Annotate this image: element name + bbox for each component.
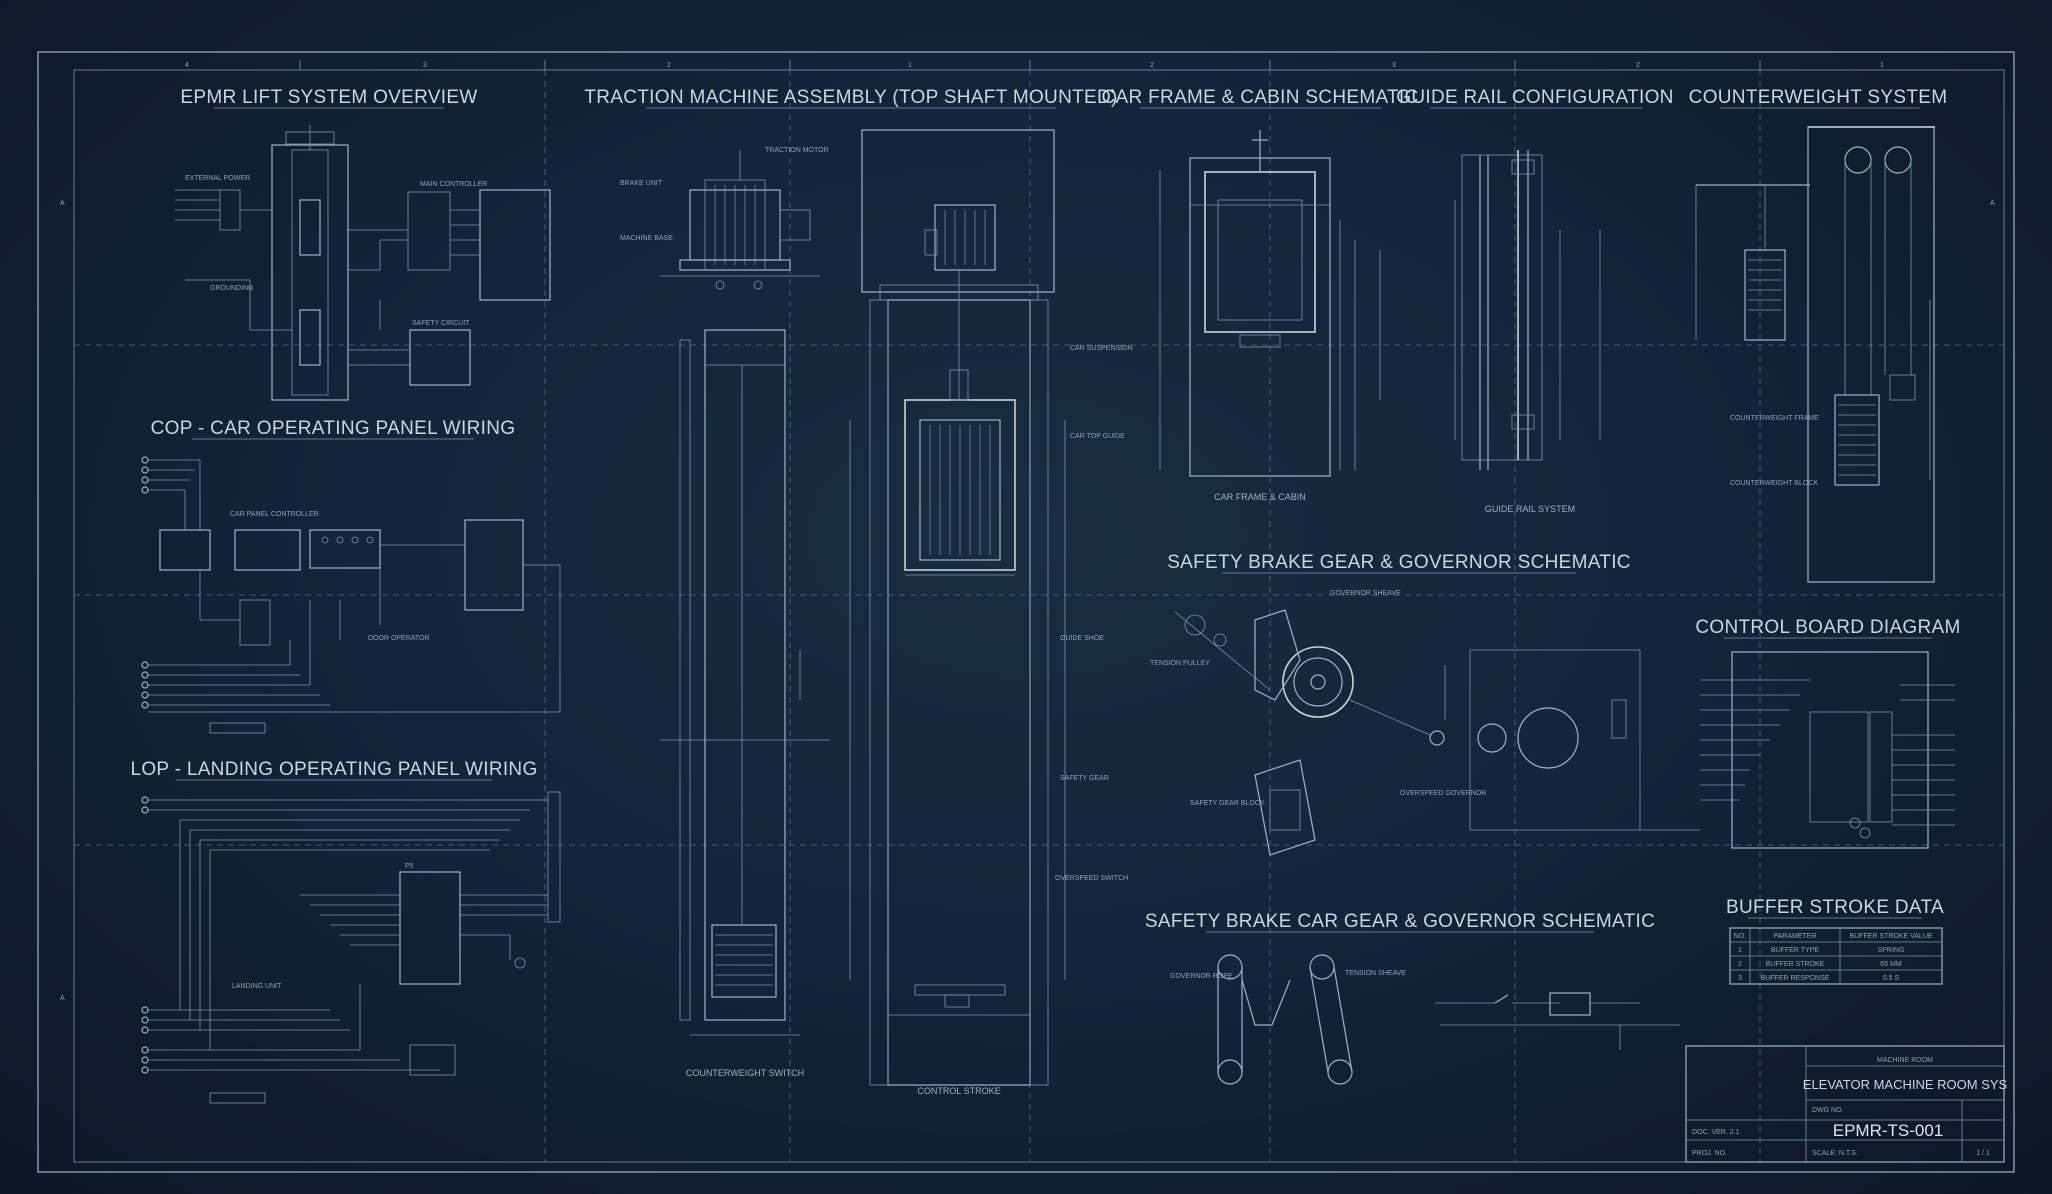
title-block-drawing-title: ELEVATOR MACHINE ROOM SYS (1803, 1077, 2008, 1092)
buffer-row-2-param: BUFFER RESPONSE (1761, 975, 1830, 982)
title-block (1685, 1045, 2005, 1163)
outer-border (37, 51, 2015, 1173)
title-buffer-stroke: BUFFER STROKE DATA (1726, 897, 1944, 918)
dashed-grid (74, 70, 2004, 1162)
svg-text:OVERSPEED SWITCH: OVERSPEED SWITCH (1055, 875, 1128, 882)
svg-text:CAR PANEL CONTROLLER: CAR PANEL CONTROLLER (230, 511, 319, 518)
title-safety-brake: SAFETY BRAKE GEAR & GOVERNOR SCHEMATIC (1167, 552, 1631, 573)
title-block-dwg-label: DWG NO. (1812, 1107, 1844, 1114)
grid-marker-side-1: A (60, 200, 65, 207)
lop-wiring (141, 791, 561, 1104)
title-guide-rail: GUIDE RAIL CONFIGURATION (1396, 87, 1673, 108)
svg-text:SAFETY GEAR BLOCK: SAFETY GEAR BLOCK (1190, 800, 1265, 807)
grid-marker-top-5: 2 (1150, 62, 1154, 69)
grid-marker-top-1: 4 (185, 62, 189, 69)
caption-control-stroke: CONTROL STROKE (917, 1086, 1000, 1096)
cop-wiring (141, 456, 561, 734)
hoistway-main-shaft (849, 129, 1066, 1086)
svg-text:CAR TOP GUIDE: CAR TOP GUIDE (1070, 433, 1125, 440)
safety-brake-car-gear (1217, 954, 1680, 1085)
title-cop: COP - CAR OPERATING PANEL WIRING (151, 418, 516, 439)
buffer-table (1729, 927, 1943, 985)
svg-text:CAR SUSPENSION: CAR SUSPENSION (1070, 345, 1133, 352)
title-safety-brake-car: SAFETY BRAKE CAR GEAR & GOVERNOR SCHEMAT… (1145, 911, 1655, 932)
guide-rail-config (1454, 150, 1601, 470)
title-block-header: MACHINE ROOM (1877, 1057, 1933, 1064)
svg-text:COUNTERWEIGHT FRAME: COUNTERWEIGHT FRAME (1730, 415, 1819, 422)
grid-marker-top-6: 3 (1392, 62, 1396, 69)
title-control-board: CONTROL BOARD DIAGRAM (1695, 617, 1960, 638)
svg-text:GOVERNOR ROPE: GOVERNOR ROPE (1170, 973, 1233, 980)
caption-counterweight-switch: COUNTERWEIGHT SWITCH (686, 1068, 804, 1078)
svg-text:TRACTION MOTOR: TRACTION MOTOR (765, 147, 829, 154)
grid-marker-side-3: A (1990, 200, 1995, 207)
grid-marker-top-2: 3 (423, 62, 427, 69)
svg-text:SAFETY CIRCUIT: SAFETY CIRCUIT (412, 320, 470, 327)
buffer-header-0: NO. (1734, 933, 1747, 940)
svg-text:GOVERNOR SHEAVE: GOVERNOR SHEAVE (1330, 590, 1401, 597)
svg-text:DOOR OPERATOR: DOOR OPERATOR (368, 635, 430, 642)
inner-border (73, 69, 2005, 1163)
car-frame-schematic (1159, 130, 1381, 477)
caption-guide-rail: GUIDE RAIL SYSTEM (1485, 504, 1575, 514)
buffer-row-0-param: BUFFER TYPE (1771, 947, 1819, 954)
counterweight-system (1695, 126, 1935, 583)
buffer-header-2: BUFFER STROKE VALUE (1849, 933, 1932, 940)
buffer-header-1: PARAMETER (1773, 933, 1816, 940)
svg-text:COUNTERWEIGHT BLOCK: COUNTERWEIGHT BLOCK (1730, 480, 1818, 487)
title-counterweight: COUNTERWEIGHT SYSTEM (1689, 87, 1948, 108)
svg-text:SAFETY GEAR: SAFETY GEAR (1060, 775, 1109, 782)
safety-brake-governor (1174, 609, 1700, 856)
top-grid-ticks (299, 60, 1761, 70)
overview-diagram (175, 125, 551, 401)
buffer-row-1-param: BUFFER STROKE (1766, 961, 1825, 968)
svg-text:MAIN CONTROLLER: MAIN CONTROLLER (420, 181, 487, 188)
control-board-diagram (1700, 651, 1955, 849)
svg-text:GUIDE SHOE: GUIDE SHOE (1060, 635, 1104, 642)
traction-machine (660, 150, 820, 290)
title-lop: LOP - LANDING OPERATING PANEL WIRING (130, 759, 537, 780)
grid-marker-top-3: 2 (667, 62, 671, 69)
svg-text:EXTERNAL POWER: EXTERNAL POWER (185, 175, 250, 182)
hoistway-counterweight (660, 329, 830, 1036)
svg-text:BRAKE UNIT: BRAKE UNIT (620, 180, 663, 187)
caption-car-frame: CAR FRAME & CABIN (1214, 492, 1306, 502)
svg-text:MACHINE BASE: MACHINE BASE (620, 235, 673, 242)
grid-marker-top-8: 1 (1880, 62, 1884, 69)
title-overview: EPMR LIFT SYSTEM OVERVIEW (180, 87, 477, 108)
title-block-drawing-number: EPMR-TS-001 (1833, 1121, 1944, 1140)
svg-text:P5: P5 (405, 863, 414, 870)
buffer-row-0-no: 1 (1738, 947, 1742, 954)
svg-text:OVERSPEED GOVERNOR: OVERSPEED GOVERNOR (1400, 790, 1486, 797)
buffer-row-0-value: SPRING (1878, 947, 1905, 954)
svg-text:TENSION PULLEY: TENSION PULLEY (1150, 660, 1210, 667)
buffer-row-2-no: 3 (1738, 975, 1742, 982)
title-block-sheet: 1 / 1 (1976, 1150, 1990, 1157)
title-traction: TRACTION MACHINE ASSEMBLY (TOP SHAFT MOU… (584, 87, 1117, 108)
grid-marker-side-2: A (60, 995, 65, 1002)
title-block-scale: SCALE: N.T.S. (1812, 1150, 1858, 1157)
svg-text:GROUNDING: GROUNDING (210, 285, 254, 292)
title-block-project-no: PROJ. NO. (1692, 1150, 1727, 1157)
buffer-row-1-value: 65 MM (1880, 961, 1902, 968)
buffer-row-2-value: 0.5 S (1883, 975, 1900, 982)
buffer-row-1-no: 2 (1738, 961, 1742, 968)
grid-marker-top-4: 1 (908, 62, 912, 69)
title-car-frame: CAR FRAME & CABIN SCHEMATIC (1101, 87, 1418, 108)
svg-text:LANDING UNIT: LANDING UNIT (232, 983, 282, 990)
title-block-doc-version: DOC. VER. 2.1 (1692, 1129, 1740, 1136)
grid-marker-top-7: 2 (1636, 62, 1640, 69)
svg-text:TENSION SHEAVE: TENSION SHEAVE (1345, 970, 1406, 977)
